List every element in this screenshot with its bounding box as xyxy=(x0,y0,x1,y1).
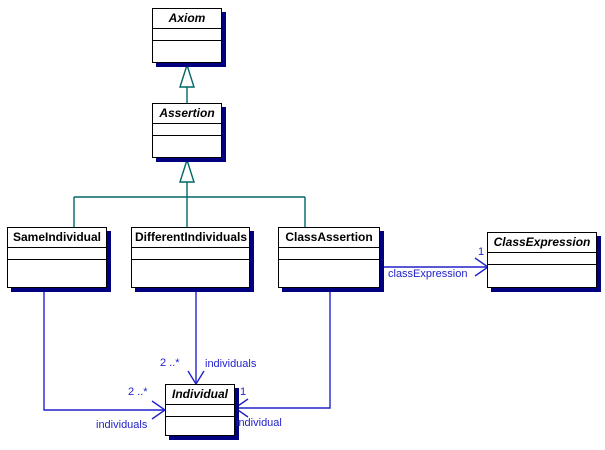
class-box-class-assertion[interactable]: ClassAssertion xyxy=(278,227,380,288)
class-operations-different-individuals xyxy=(132,260,249,287)
class-operations-class-expression xyxy=(488,265,596,287)
class-box-assertion[interactable]: Assertion xyxy=(152,103,222,158)
class-name-axiom: Axiom xyxy=(153,9,221,29)
class-attributes-class-expression xyxy=(488,253,596,265)
association-arrowhead xyxy=(151,400,167,420)
class-attributes-assertion xyxy=(153,124,221,136)
class-operations-assertion xyxy=(153,136,221,157)
class-attributes-axiom xyxy=(153,29,221,41)
class-box-class-expression[interactable]: ClassExpression xyxy=(487,232,597,288)
generalization-triangle xyxy=(179,62,195,88)
class-operations-axiom xyxy=(153,41,221,62)
generalization-triangle xyxy=(179,157,195,183)
class-name-different-individuals: DifferentIndividuals xyxy=(132,228,249,248)
association-role-different-individuals: individuals xyxy=(205,358,257,370)
class-operations-same-individual xyxy=(8,260,106,287)
class-box-individual[interactable]: Individual xyxy=(165,384,235,436)
generalization-assertion-to-axiom xyxy=(179,62,195,103)
class-attributes-different-individuals xyxy=(132,248,249,260)
class-operations-class-assertion xyxy=(279,260,379,287)
class-box-same-individual[interactable]: SameIndividual xyxy=(7,227,107,288)
class-attributes-same-individual xyxy=(8,248,106,260)
association-multiplicity-same-individual: 2 ..* xyxy=(128,386,148,398)
association-multiplicity-class-expression: 1 xyxy=(478,246,485,258)
class-box-different-individuals[interactable]: DifferentIndividuals xyxy=(131,227,250,288)
class-attributes-class-assertion xyxy=(279,248,379,260)
association-same-individual-to-individual xyxy=(43,288,167,420)
association-multiplicity-different-individuals: 2 ..* xyxy=(160,357,180,369)
class-operations-individual xyxy=(166,417,234,435)
association-role-same-individual: individuals xyxy=(96,419,148,431)
association-line xyxy=(236,288,331,409)
class-box-axiom[interactable]: Axiom xyxy=(152,8,222,63)
association-role-individual: individual xyxy=(236,417,282,429)
association-arrowhead xyxy=(187,370,205,386)
association-class-assertion-to-individual xyxy=(233,288,331,418)
class-name-individual: Individual xyxy=(166,385,234,405)
class-name-class-expression: ClassExpression xyxy=(488,233,596,253)
class-name-class-assertion: ClassAssertion xyxy=(279,228,379,248)
association-arrowhead xyxy=(233,398,249,418)
association-multiplicity-individual: 1 xyxy=(240,386,247,398)
class-name-assertion: Assertion xyxy=(153,104,221,124)
association-different-individuals-to-individual xyxy=(187,288,205,386)
class-name-same-individual: SameIndividual xyxy=(8,228,106,248)
generalization-fork-to-assertion xyxy=(73,157,306,227)
association-role-class-expression: classExpression xyxy=(388,268,468,280)
class-attributes-individual xyxy=(166,405,234,417)
